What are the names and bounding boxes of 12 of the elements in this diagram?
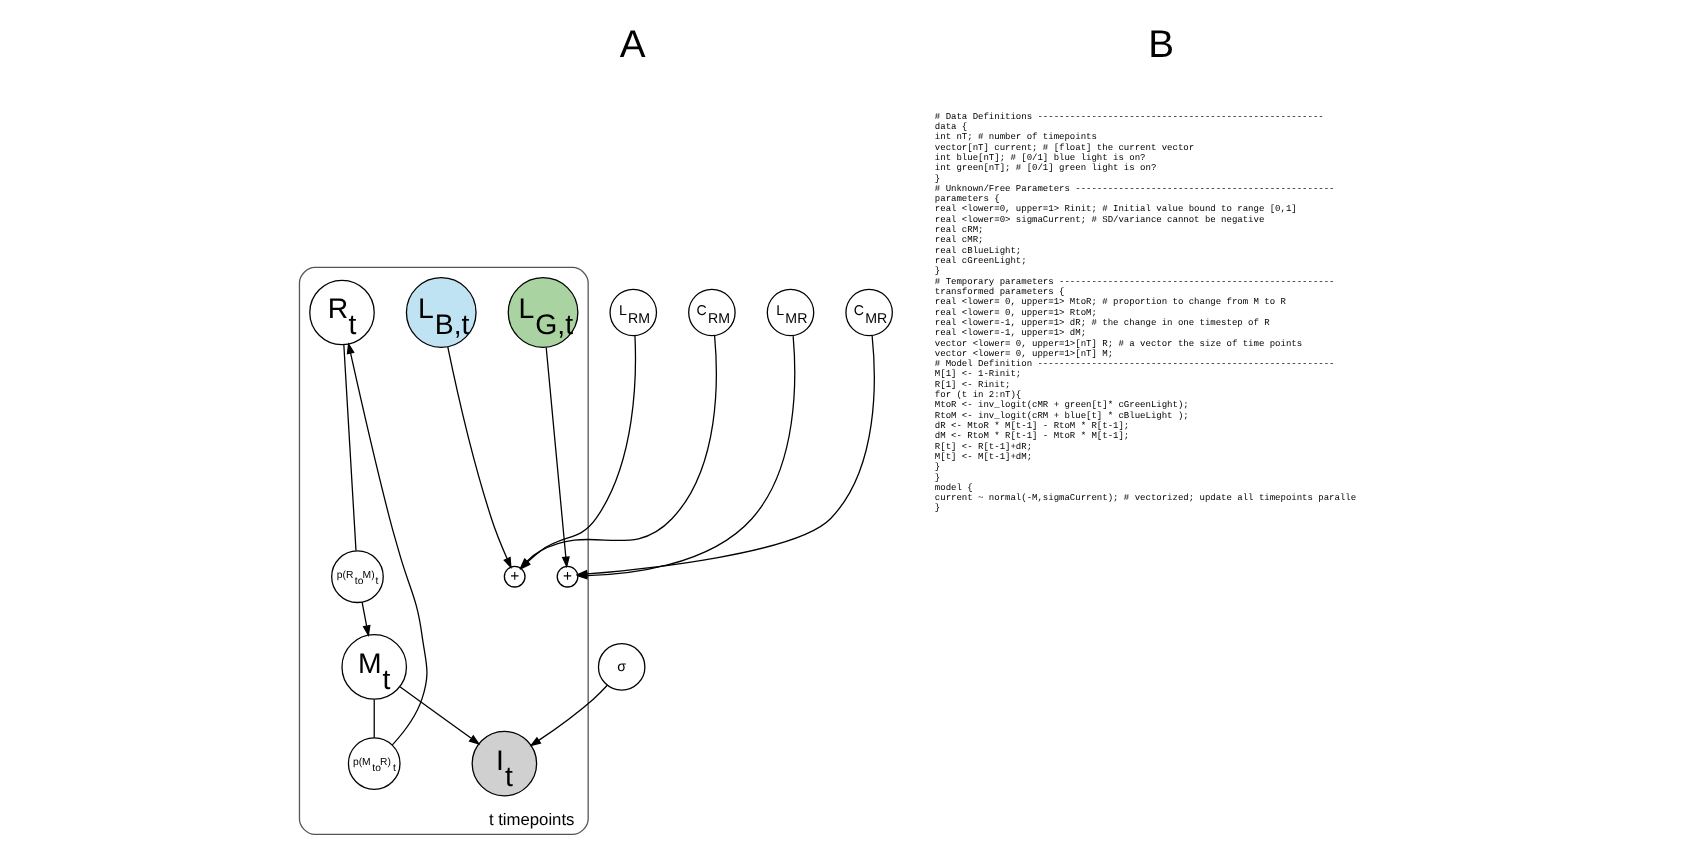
arrow <box>360 601 370 637</box>
connector <box>372 698 374 739</box>
arrow <box>544 346 569 569</box>
arrow <box>446 346 511 569</box>
arrow <box>518 335 636 570</box>
connector <box>342 344 356 552</box>
arrow <box>528 684 607 747</box>
label: A <box>618 25 645 68</box>
arrow <box>345 342 427 746</box>
arrow <box>398 686 480 745</box>
label: B <box>1147 25 1173 68</box>
arrow <box>518 335 716 570</box>
